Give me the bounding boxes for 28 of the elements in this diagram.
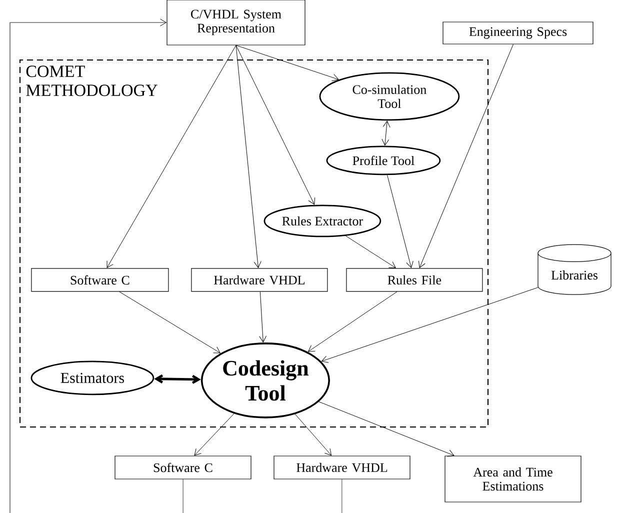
double-arrow [382, 120, 390, 146]
group-title: COMET METHODOLOGY [26, 66, 158, 96]
arrow [345, 236, 396, 268]
arrow [236, 45, 262, 268]
database-cylinder: Libraries [538, 244, 612, 295]
arrow [318, 401, 454, 457]
arrow [259, 292, 267, 342]
arrow [119, 292, 220, 354]
process-box: Hardware VHDL [191, 268, 328, 292]
arrow [308, 292, 398, 352]
arrow [387, 174, 414, 268]
connector-line [182, 479, 184, 513]
arrow [106, 45, 236, 268]
arrow [10, 18, 166, 513]
arrow [236, 45, 339, 82]
arrow [418, 44, 514, 268]
arrow [236, 45, 316, 205]
process-box: Area and Time Estimations [444, 456, 582, 502]
process-box: Engineering Specs [442, 22, 594, 44]
process-box: Rules File [346, 268, 483, 292]
arrow [321, 287, 538, 363]
arrow [294, 414, 332, 456]
double-arrow [154, 374, 201, 384]
arrow [194, 413, 234, 456]
process-box: Software C [114, 456, 252, 480]
process-box: C/VHDL System Representation [166, 0, 306, 46]
process-box: Software C [31, 268, 169, 292]
process-box: Hardware VHDL [274, 456, 410, 480]
